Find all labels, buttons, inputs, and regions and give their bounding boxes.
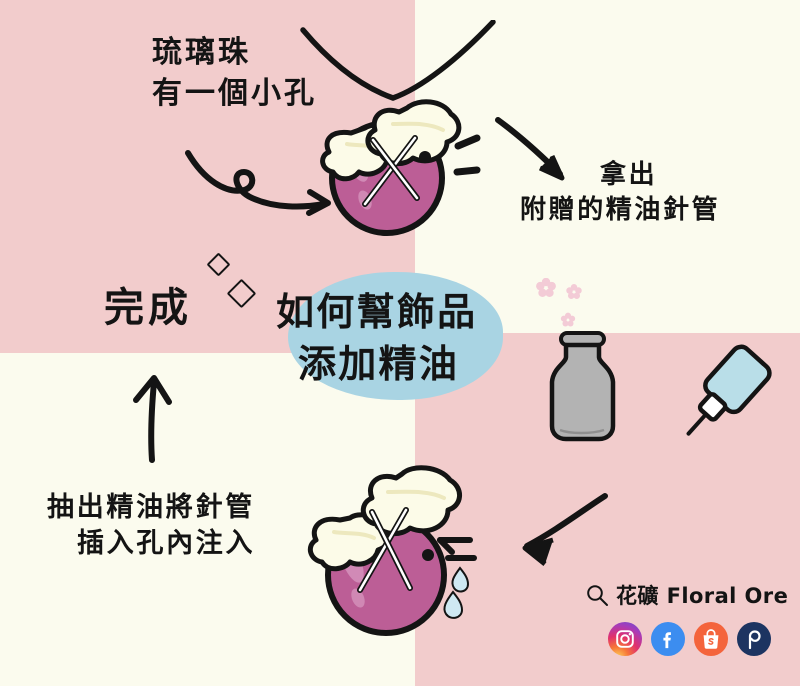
facebook-icon[interactable] [651, 622, 685, 656]
step-label-bead-line1: 琉璃珠 [152, 35, 251, 70]
brand-name: 花礦 Floral Ore [616, 584, 789, 608]
brand-lockup[interactable]: 花礦 Floral Ore [585, 580, 788, 610]
up-arrow-to-done-icon [133, 375, 172, 463]
page-title: 如何幫飾品 添加精油 [276, 286, 477, 391]
cherry-blossom-petals-icon [536, 278, 582, 327]
title-blob-shape [288, 272, 503, 400]
social-links [608, 622, 771, 656]
page-title-line1: 如何幫飾品 [276, 290, 478, 334]
background-quadrant-top-right [415, 0, 800, 333]
essential-oil-bottle-illustration [549, 331, 616, 442]
oil-syringe-illustration [686, 344, 772, 436]
curved-arrow-take-out-icon [495, 117, 565, 181]
step-label-bead: 琉璃珠 有一個小孔 [152, 33, 317, 114]
page-title-line2: 添加精油 [298, 342, 460, 387]
glass-bead-pendant-bottom-illustration [307, 465, 477, 636]
step-label-take-out-line2: 附贈的精油針管 [520, 195, 721, 226]
curved-arrow-inject-icon [522, 493, 608, 566]
step-label-take-out-line1: 拿出 [600, 160, 658, 190]
pinkoi-icon[interactable] [737, 622, 771, 656]
search-icon [587, 585, 608, 606]
curved-arrow-with-loop-icon [185, 150, 331, 216]
shopee-icon[interactable] [694, 622, 728, 656]
instagram-icon[interactable] [608, 622, 642, 656]
step-label-inject-line2: 插入孔內注入 [77, 528, 256, 560]
step-label-bead-line2: 有一個小孔 [152, 75, 317, 111]
step-label-done-line1: 完成 [104, 285, 192, 331]
step-label-take-out: 拿出 附贈的精油針管 [520, 158, 720, 228]
step-label-inject-line1: 抽出精油將針管 [47, 492, 255, 523]
step-label-inject: 抽出精油將針管 插入孔內注入 [47, 490, 255, 563]
glass-bead-pendant-top-illustration [300, 20, 496, 236]
step-label-done: 完成 [104, 281, 192, 335]
